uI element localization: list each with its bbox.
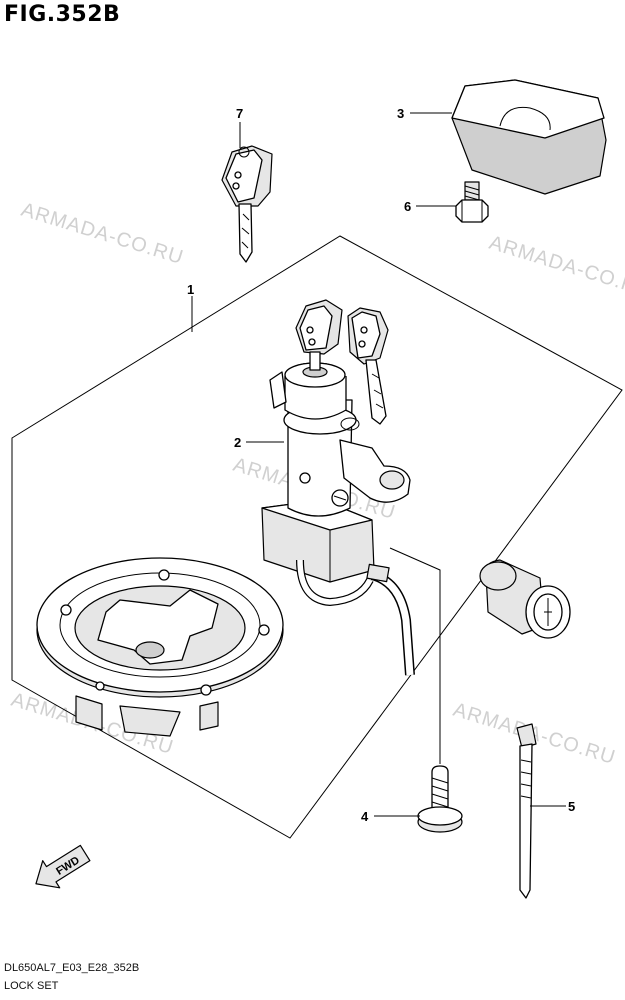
part-ignition-switch: [261, 362, 415, 676]
watermark-2: ARMADA-CO.RU: [487, 232, 625, 302]
lock-set-boundary: [11, 235, 623, 839]
part-cable-tie: [516, 723, 537, 899]
callouts: 1 2 3 4 5 6 7: [187, 106, 575, 824]
callout-4: 4: [361, 809, 369, 824]
part-lock-cylinder: [479, 559, 571, 639]
dashed-guide: [389, 547, 441, 764]
part-key: [221, 145, 273, 263]
callout-2: 2: [234, 435, 241, 450]
callout-3: 3: [397, 106, 404, 121]
callout-1: 1: [187, 282, 194, 297]
callout-6: 6: [404, 199, 411, 214]
part-cover: [451, 79, 607, 195]
reference-code: DL650AL7_E03_E28_352B: [4, 962, 140, 974]
part-small-bolt: [455, 181, 489, 223]
figure-subtitle: LOCK SET: [4, 980, 59, 992]
part-screw: [417, 765, 463, 833]
part-ignition-keys: [295, 299, 389, 425]
callout-7: 7: [236, 106, 243, 121]
leader-lines: [191, 112, 566, 817]
figure-title: FIG.352B: [4, 2, 121, 27]
part-fuel-cap-ring: [36, 557, 284, 737]
forward-direction-arrow: FWD: [35, 844, 91, 889]
watermark-1: ARMADA-CO.RU: [19, 199, 187, 269]
callout-5: 5: [568, 799, 575, 814]
